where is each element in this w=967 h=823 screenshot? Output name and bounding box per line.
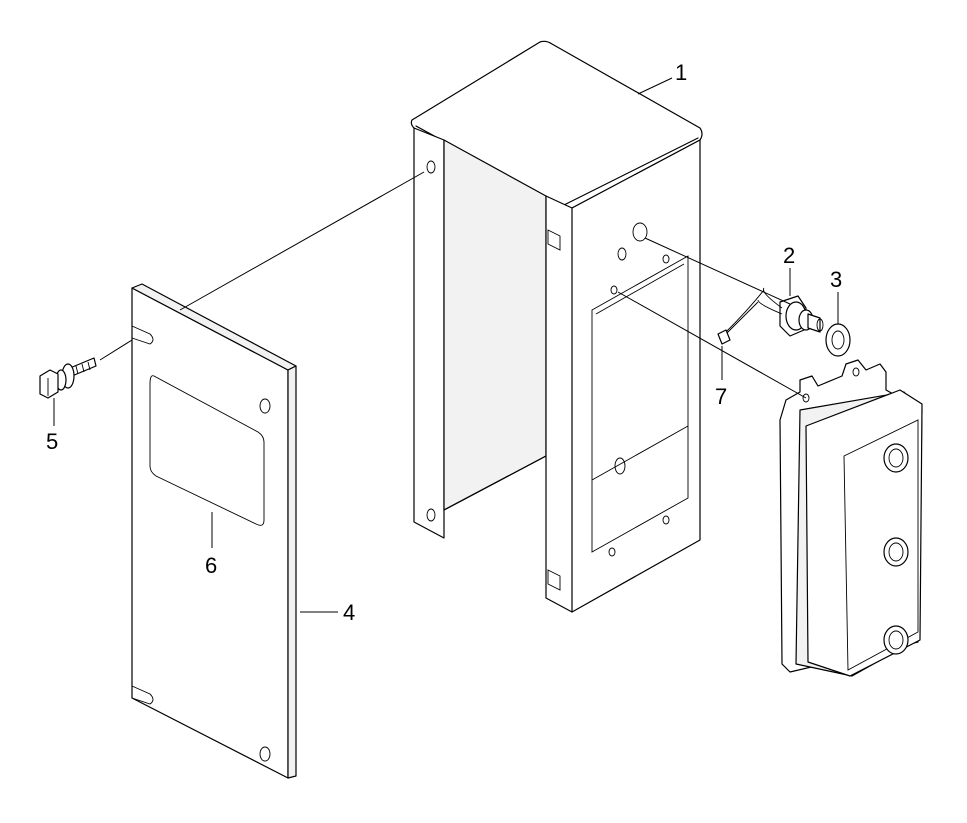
callout-5: 5	[46, 429, 58, 454]
callouts: 1 2 3 4 5 6 7	[46, 60, 842, 625]
terminal-knob	[883, 625, 909, 655]
terminal-knob	[883, 443, 909, 473]
callout-7: 7	[715, 384, 727, 409]
terminal-lug	[717, 329, 731, 345]
callout-4: 4	[343, 600, 355, 625]
screw-assembly	[39, 357, 97, 399]
enclosure-box	[410, 40, 703, 613]
switch-component	[723, 287, 824, 337]
label-plate	[149, 375, 265, 526]
callout-leaders	[53, 77, 839, 613]
assembly-lines	[99, 171, 807, 399]
callout-1: 1	[675, 60, 687, 85]
callout-2: 2	[783, 243, 795, 268]
terminal-knob	[883, 537, 909, 567]
washer-ring	[825, 323, 851, 357]
callout-3: 3	[830, 267, 842, 292]
callout-6: 6	[205, 553, 217, 578]
terminal-module	[779, 359, 923, 677]
cover-plate	[131, 283, 297, 779]
